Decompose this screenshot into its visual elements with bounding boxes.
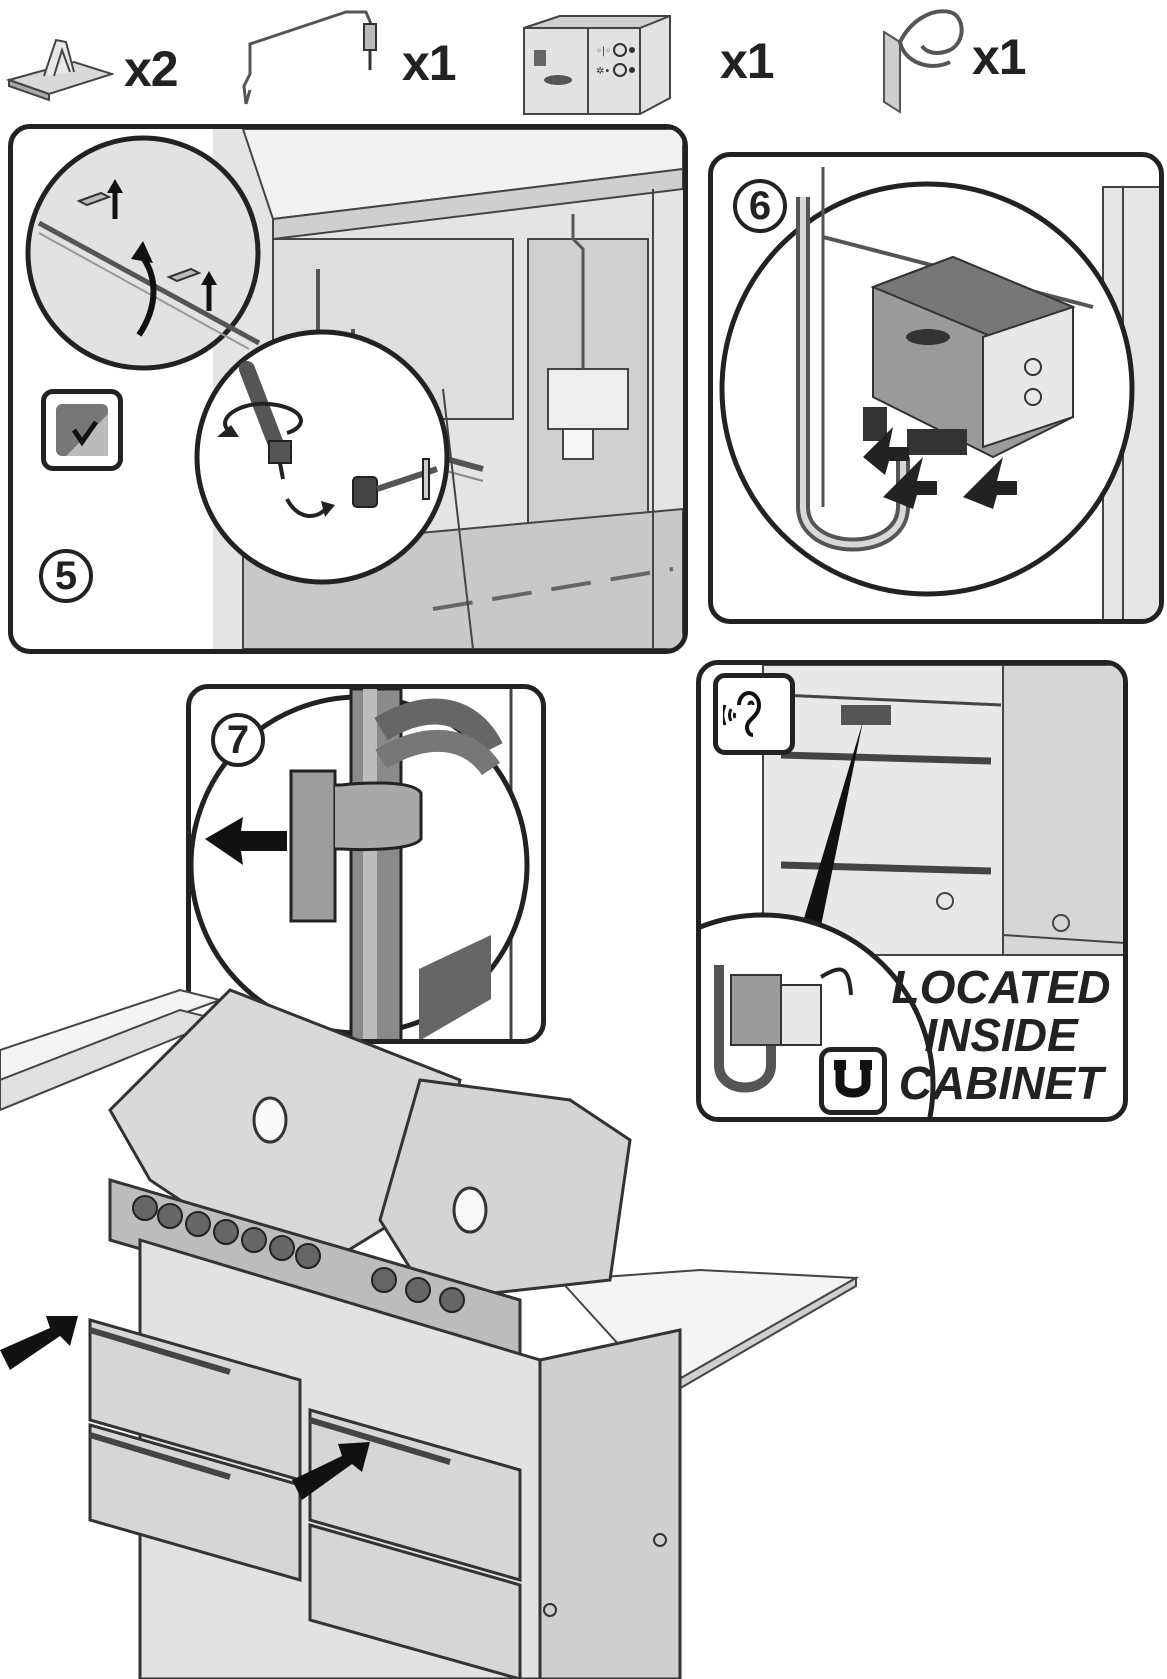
parts-row: x2 x1 ◦|◦ ✲• x1 x1 xyxy=(0,0,1167,120)
control-module-icon: ◦|◦ ✲• xyxy=(523,15,671,115)
step5-illustration xyxy=(213,129,683,649)
magnet-icon-box xyxy=(819,1047,887,1115)
svg-text:✲•: ✲• xyxy=(596,66,610,77)
igniter-wire-icon xyxy=(242,10,377,105)
step7-panel: 7 xyxy=(186,684,546,1044)
listen-icon-box xyxy=(713,673,795,755)
step7-number: 7 xyxy=(211,713,265,767)
step5-number: 5 xyxy=(39,549,93,603)
bracket-clip-qty: x2 xyxy=(124,41,179,97)
magnet-icon xyxy=(834,1060,872,1098)
control-module-qty: x1 xyxy=(720,33,775,89)
located-line3: CABINET xyxy=(898,1057,1104,1109)
cabinet-location-panel: LOCATED INSIDE CABINET xyxy=(696,660,1128,1122)
igniter-wire-qty: x1 xyxy=(402,35,457,91)
wrench-tool-icon xyxy=(56,404,108,456)
step6-number: 6 xyxy=(733,179,787,233)
step5-tool-box xyxy=(41,389,123,471)
step6-panel: 6 xyxy=(708,152,1164,624)
svg-text:◦|◦: ◦|◦ xyxy=(596,46,611,57)
step5-panel: 5 xyxy=(8,124,688,654)
located-line2: INSIDE xyxy=(924,1009,1078,1061)
step5-zoom-brackets xyxy=(25,135,261,371)
step7-illustration xyxy=(191,689,530,1039)
bracket-clip-icon xyxy=(5,38,114,102)
hose-clip-icon xyxy=(883,9,964,114)
ear-listen-icon xyxy=(723,690,762,737)
located-inside-cabinet-label: LOCATED INSIDE CABINET xyxy=(881,963,1121,1107)
step6-illustration xyxy=(719,167,1159,619)
step5-zoom-connector xyxy=(194,329,450,585)
located-line1: LOCATED xyxy=(891,961,1111,1013)
grill-illustration xyxy=(0,988,860,1679)
hose-clip-qty: x1 xyxy=(972,29,1027,85)
